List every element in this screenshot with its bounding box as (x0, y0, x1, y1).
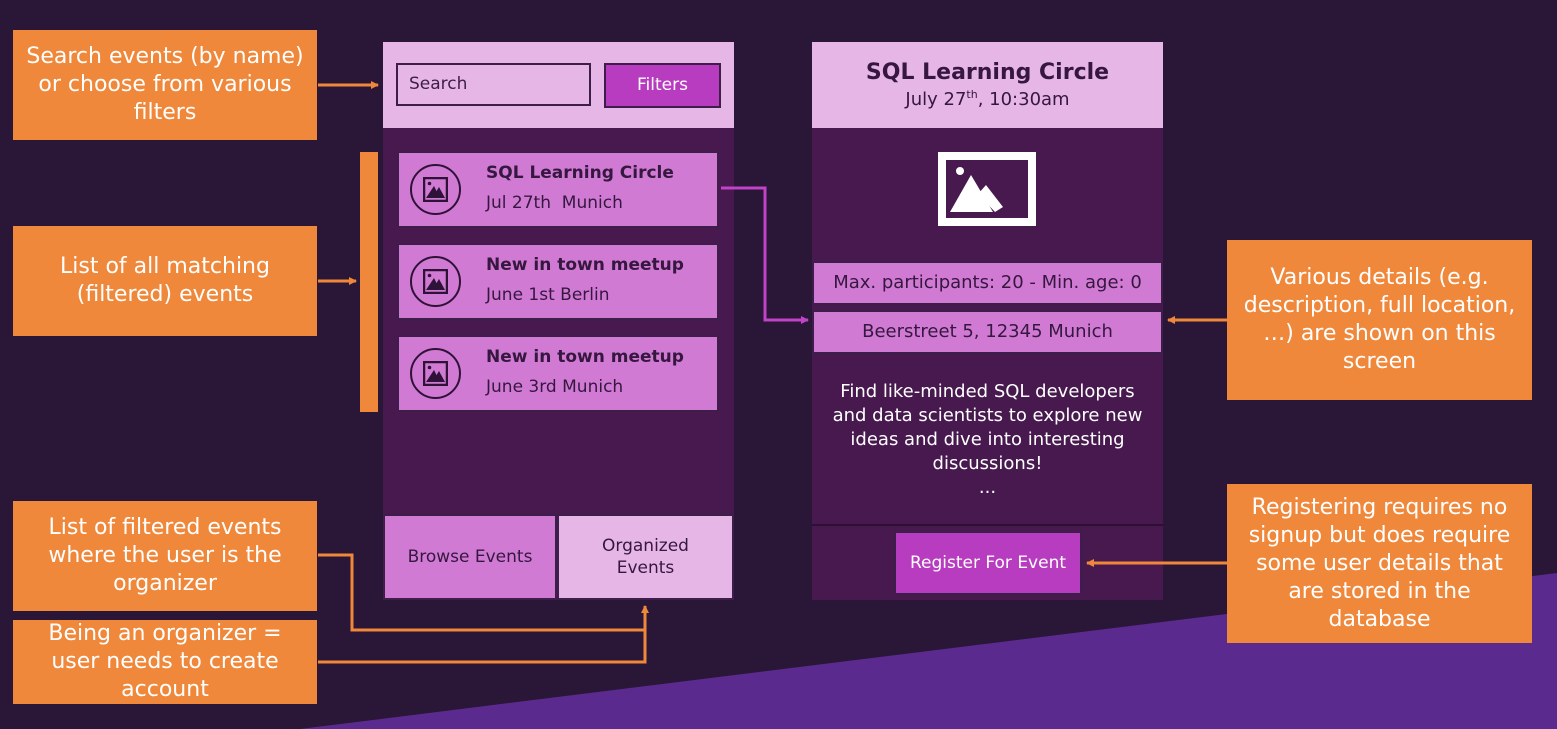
list-bracket (360, 152, 378, 412)
event-list-screen: Search Filters SQL Learning Circle Jul 2… (383, 42, 734, 600)
search-input[interactable]: Search (396, 63, 591, 106)
participants-info: Max. participants: 20 - Min. age: 0 (812, 261, 1163, 305)
tab-organized-events[interactable]: Organized Events (557, 514, 734, 600)
detail-title: SQL Learning Circle (865, 60, 1110, 85)
annotation-details: Various details (e.g. description, full … (1227, 240, 1532, 400)
divider (812, 524, 1163, 526)
image-icon (410, 256, 461, 307)
description: Find like-minded SQL developers and data… (812, 380, 1163, 500)
address-info: Beerstreet 5, 12345 Munich (812, 310, 1163, 354)
filters-button[interactable]: Filters (604, 63, 721, 108)
event-title: SQL Learning Circle (486, 163, 674, 183)
event-card-1[interactable]: SQL Learning Circle Jul 27th Munich (397, 151, 719, 228)
annotation-register: Registering requires no signup but does … (1227, 484, 1532, 643)
detail-date: July 27th, 10:30am (812, 88, 1163, 110)
date-suffix: th (966, 88, 978, 101)
tab-browse-events[interactable]: Browse Events (383, 514, 557, 600)
annotation-search: Search events (by name) or choose from v… (13, 30, 317, 140)
date-month-day: July 27 (905, 89, 967, 110)
annotation-organizer-account: Being an organizer = user needs to creat… (13, 620, 317, 704)
event-title: New in town meetup (486, 255, 684, 275)
image-icon (938, 152, 1036, 226)
list-header: Search Filters (383, 42, 734, 128)
annotation-organizer-list: List of filtered events where the user i… (13, 501, 317, 611)
register-button[interactable]: Register For Event (894, 531, 1082, 595)
date-time: , 10:30am (977, 89, 1070, 110)
event-subtitle: June 3rd Munich (486, 377, 624, 397)
event-subtitle: June 1st Berlin (486, 285, 610, 305)
annotation-list: List of all matching (filtered) events (13, 226, 317, 336)
image-icon (410, 348, 461, 399)
image-icon (410, 164, 461, 215)
description-ellipsis: ... (978, 477, 997, 498)
event-card-2[interactable]: New in town meetup June 1st Berlin (397, 243, 719, 320)
detail-header: SQL Learning Circle July 27th, 10:30am (812, 42, 1163, 128)
event-card-3[interactable]: New in town meetup June 3rd Munich (397, 335, 719, 412)
event-title: New in town meetup (486, 347, 684, 367)
event-detail-screen: SQL Learning Circle July 27th, 10:30am M… (812, 42, 1163, 600)
description-text: Find like-minded SQL developers and data… (832, 381, 1143, 474)
event-subtitle: Jul 27th Munich (486, 193, 623, 213)
